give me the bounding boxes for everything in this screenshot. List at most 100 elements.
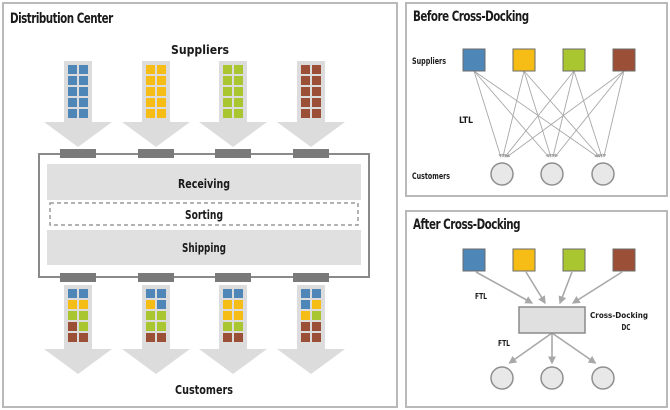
cargo-box-brown (312, 87, 321, 96)
cargo-box-yellow (157, 76, 166, 85)
cargo-box-green (79, 311, 88, 320)
customer-node (540, 366, 564, 390)
cargo-box-blue (301, 300, 310, 309)
outbound-arrow (277, 285, 345, 374)
outbound-arrows (44, 285, 345, 374)
inbound-ftl-link (571, 271, 623, 304)
cargo-box-yellow (223, 300, 232, 309)
cargo-box-yellow (146, 76, 155, 85)
cargo-box-brown (312, 98, 321, 107)
cargo-box-yellow (146, 65, 155, 74)
cargo-box-blue (312, 289, 321, 298)
cargo-box-brown (312, 333, 321, 342)
shipping-label: Shipping (182, 241, 226, 255)
cargo-box-brown (68, 333, 77, 342)
cargo-box-yellow (79, 300, 88, 309)
arrow-shape (199, 61, 267, 147)
supplier-node-blue (462, 248, 486, 272)
ltl-label: LTL (459, 116, 473, 126)
receiving-zone (47, 164, 361, 200)
supplier-node-yellow (512, 248, 536, 272)
after-cross-docking-title: After Cross-Docking (413, 217, 521, 233)
cargo-box-brown (301, 98, 310, 107)
after-cross-docking-panel: After Cross-Docking FTL FTL Cross-Dockin… (405, 210, 668, 408)
customer-node (591, 162, 615, 186)
inbound-ftl-label: FTL (475, 292, 487, 301)
cargo-box-green (312, 311, 321, 320)
arrow-shape (277, 285, 345, 374)
cargo-box-brown (301, 109, 310, 118)
cargo-box-green (234, 109, 243, 118)
dc-suppliers-label: Suppliers (171, 43, 229, 57)
cargo-box-blue (79, 109, 88, 118)
cargo-box-brown (312, 109, 321, 118)
inbound-arrow (199, 61, 267, 147)
cargo-box-green (234, 76, 243, 85)
ltl-link (523, 70, 552, 158)
arrow-shape (44, 285, 112, 374)
arrow-shape (122, 285, 190, 374)
cargo-box-blue (157, 300, 166, 309)
cargo-box-blue (301, 289, 310, 298)
ltl-link (602, 70, 625, 158)
cargo-box-green (234, 65, 243, 74)
cargo-box-blue (79, 87, 88, 96)
cargo-box-blue (68, 289, 77, 298)
inbound-dock-door (138, 149, 174, 158)
cargo-box-blue (223, 289, 232, 298)
hub-label-line1: Cross-Docking (590, 311, 648, 320)
supplier-node-yellow (512, 48, 536, 72)
arrow-shape (44, 61, 112, 147)
before-supplier-nodes (462, 48, 636, 72)
before-cross-docking-title: Before Cross-Docking (413, 9, 529, 25)
after-supplier-nodes (462, 248, 636, 272)
cargo-box-green (146, 322, 155, 331)
cargo-box-brown (312, 65, 321, 74)
cargo-box-green (223, 76, 232, 85)
cargo-box-blue (68, 98, 77, 107)
outbound-ftl-link (551, 332, 597, 364)
outbound-dock-door (215, 273, 251, 282)
supplier-node-green (562, 248, 586, 272)
ltl-link (473, 70, 550, 158)
cargo-box-blue (68, 65, 77, 74)
cargo-box-blue (79, 98, 88, 107)
ltl-links (473, 70, 625, 158)
after-customer-nodes (490, 366, 615, 390)
cargo-box-brown (312, 322, 321, 331)
cargo-box-green (223, 109, 232, 118)
cargo-box-blue (79, 65, 88, 74)
before-suppliers-label: Suppliers (412, 57, 446, 67)
ltl-link (573, 70, 603, 158)
before-cross-docking-diagram: Suppliers LTL Customers (412, 48, 636, 186)
cargo-box-yellow (68, 300, 77, 309)
shipping-zone (47, 230, 361, 265)
cargo-box-yellow (146, 300, 155, 309)
outbound-arrow (122, 285, 190, 374)
ltl-link (554, 70, 625, 158)
cargo-box-green (234, 98, 243, 107)
cargo-box-green (223, 87, 232, 96)
arrow-shape (277, 61, 345, 147)
cargo-box-brown (312, 76, 321, 85)
cargo-box-blue (146, 289, 155, 298)
inbound-dock-door (215, 149, 251, 158)
inbound-arrow (277, 61, 345, 147)
inbound-arrow (44, 61, 112, 147)
cargo-box-green (223, 65, 232, 74)
cargo-box-brown (301, 333, 310, 342)
ltl-link (501, 70, 525, 158)
receiving-label: Receiving (178, 177, 230, 191)
cargo-box-brown (301, 87, 310, 96)
cargo-box-green (146, 311, 155, 320)
dock-doors (60, 149, 329, 282)
sorting-zone (49, 202, 359, 226)
cross-docking-hub (518, 306, 586, 334)
cargo-box-yellow (234, 300, 243, 309)
ltl-link (506, 70, 625, 158)
supplier-node-green (562, 48, 586, 72)
inbound-dock-door (60, 149, 96, 158)
cargo-box-brown (301, 76, 310, 85)
customer-node (591, 366, 615, 390)
distribution-center-panel: Distribution Center Suppliers Receiving … (2, 2, 398, 408)
